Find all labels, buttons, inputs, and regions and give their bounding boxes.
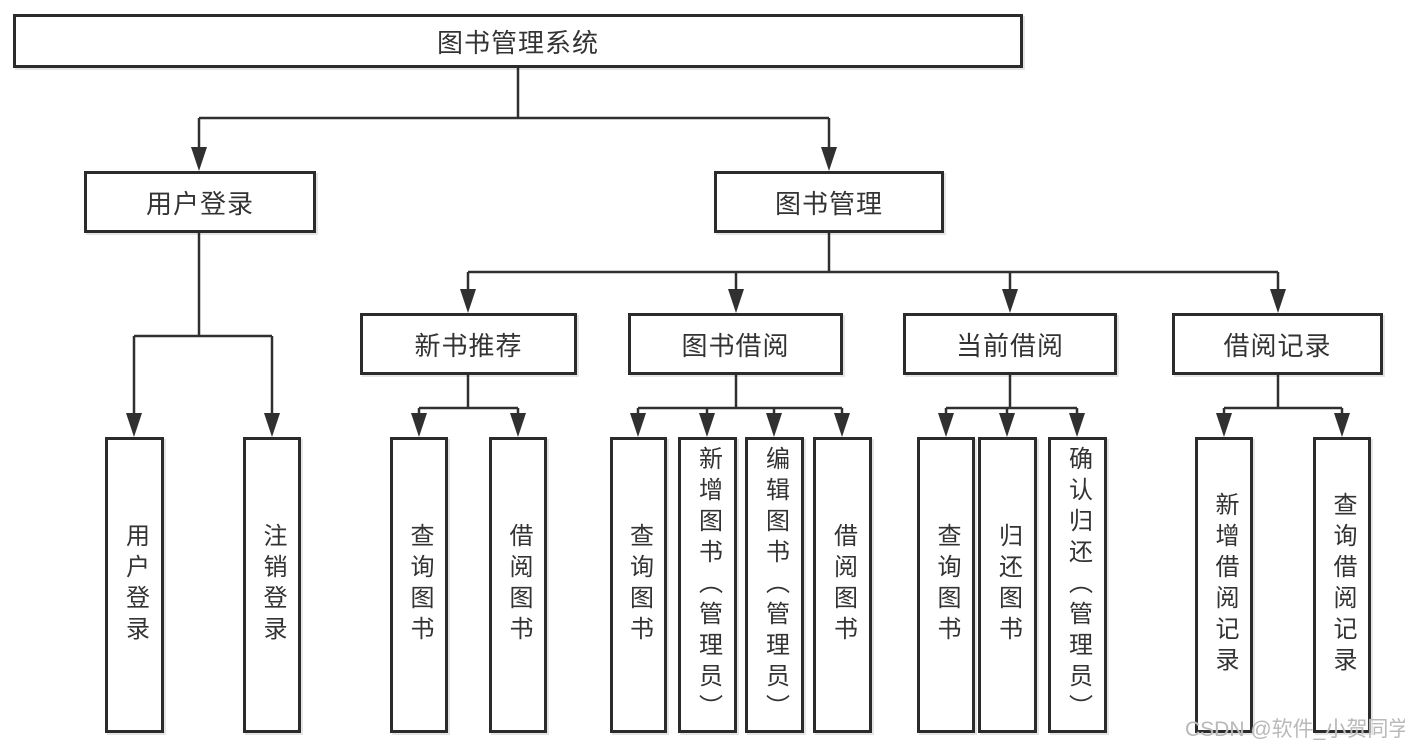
leaf-user-login: 用户登录 <box>105 437 164 733</box>
leaf-label: 查询图书 <box>625 523 653 647</box>
node-label: 当前借阅 <box>955 330 1064 361</box>
leaf-label: 查询图书 <box>933 523 960 647</box>
csdn-watermark: CSDN @软件_小贺同学 <box>1185 718 1405 741</box>
leaf-add-book-admin: 新增图书（管理员） <box>678 437 737 733</box>
node-label: 用户登录 <box>145 188 254 219</box>
node-borrowing-records: 借阅记录 <box>1172 313 1383 375</box>
leaf-add-borrow-record: 新增借阅记录 <box>1195 437 1253 733</box>
node-book-borrowing: 图书借阅 <box>628 313 843 375</box>
node-label: 借阅记录 <box>1223 330 1332 361</box>
leaf-label: 查询借阅记录 <box>1329 492 1356 678</box>
leaf-query-books-recommend: 查询图书 <box>390 437 448 733</box>
arrowhead-icons <box>126 147 1350 437</box>
leaf-borrow-books-borrowing: 借阅图书 <box>813 437 872 733</box>
leaf-label: 用户登录 <box>121 523 149 647</box>
leaf-label: 编辑图书（管理员） <box>761 445 789 725</box>
leaf-return-books: 归还图书 <box>978 437 1037 733</box>
leaf-label: 新增图书（管理员） <box>694 445 722 725</box>
leaf-label: 查询图书 <box>406 523 433 647</box>
node-label: 图书借阅 <box>681 330 790 361</box>
leaf-label: 新增借阅记录 <box>1211 492 1238 678</box>
leaf-edit-book-admin: 编辑图书（管理员） <box>745 437 804 733</box>
node-new-book-recommendation: 新书推荐 <box>360 313 577 375</box>
node-current-borrowing: 当前借阅 <box>903 313 1117 375</box>
leaf-query-books-current: 查询图书 <box>917 437 975 733</box>
leaf-label: 确认归还（管理员） <box>1064 445 1092 725</box>
leaf-label: 归还图书 <box>994 523 1022 647</box>
leaf-label: 借阅图书 <box>505 523 532 647</box>
node-book-management: 图书管理 <box>714 171 944 233</box>
leaf-logout: 注销登录 <box>243 437 301 733</box>
node-label: 图书管理系统 <box>436 27 599 58</box>
leaf-label: 注销登录 <box>259 523 286 647</box>
node-label: 图书管理 <box>774 188 883 219</box>
leaf-borrow-books-recommend: 借阅图书 <box>489 437 547 733</box>
leaf-query-books-borrowing: 查询图书 <box>610 437 667 733</box>
node-user-login: 用户登录 <box>84 171 316 233</box>
node-library-management-system: 图书管理系统 <box>13 14 1023 68</box>
leaf-confirm-return-admin: 确认归还（管理员） <box>1048 437 1107 733</box>
leaf-query-borrow-record: 查询借阅记录 <box>1313 437 1371 733</box>
node-label: 新书推荐 <box>414 330 523 361</box>
leaf-label: 借阅图书 <box>829 523 857 647</box>
